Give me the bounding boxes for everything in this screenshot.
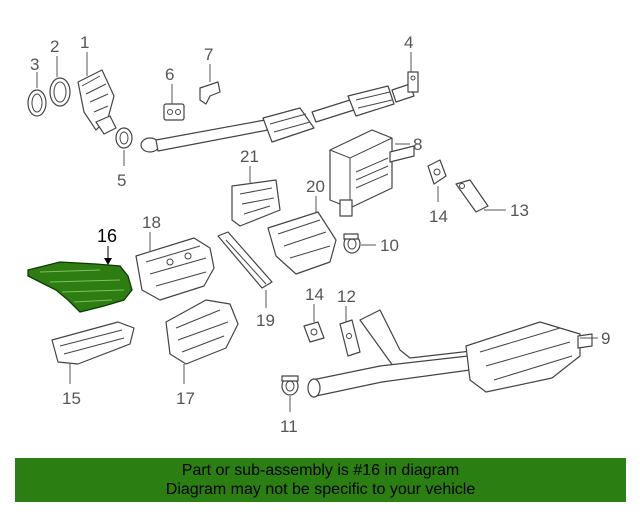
banner-line-1: Part or sub-assembly is #16 in diagram [181, 462, 460, 479]
part-14-mount-upper[interactable] [427, 159, 447, 185]
part-8-center-muffler[interactable] [329, 129, 415, 217]
part-5-gasket[interactable] [115, 127, 133, 149]
callout-16[interactable]: 16 [97, 226, 117, 246]
callout-14a[interactable]: 14 [429, 207, 448, 226]
callout-18[interactable]: 18 [142, 213, 161, 232]
part-1-catalytic-converter[interactable] [77, 69, 117, 135]
part-12-bracket[interactable] [339, 319, 361, 357]
callout-21[interactable]: 21 [240, 147, 259, 166]
callout-17[interactable]: 17 [176, 389, 195, 408]
callout-14b[interactable]: 14 [305, 285, 324, 304]
callout-19[interactable]: 19 [256, 311, 275, 330]
info-banner: Part or sub-assembly is #16 in diagram D… [15, 458, 626, 502]
callout-20[interactable]: 20 [306, 177, 325, 196]
part-19-strap[interactable] [217, 231, 273, 289]
part-3-gasket[interactable] [27, 89, 47, 117]
part-18-heat-shield[interactable] [135, 237, 215, 301]
part-6-bracket[interactable] [163, 103, 185, 121]
part-10-clamp[interactable] [343, 233, 361, 254]
callout-13[interactable]: 13 [510, 201, 529, 220]
part-21-heat-shield[interactable] [231, 179, 281, 227]
callout-1[interactable]: 1 [80, 33, 89, 52]
part-2-clamp[interactable] [49, 77, 71, 107]
callout-6[interactable]: 6 [165, 65, 174, 84]
part-14-mount-lower[interactable] [303, 321, 325, 343]
callout-2[interactable]: 2 [50, 37, 59, 56]
part-11-clamp[interactable] [281, 375, 299, 396]
part-20-heat-shield[interactable] [267, 211, 337, 275]
callout-8[interactable]: 8 [413, 135, 422, 154]
part-7-hanger[interactable] [199, 81, 221, 105]
callout-4[interactable]: 4 [404, 33, 413, 52]
callout-9[interactable]: 9 [601, 329, 610, 348]
part-4-hanger[interactable] [407, 71, 419, 93]
part-17-heat-shield[interactable] [165, 299, 239, 365]
callout-15[interactable]: 15 [62, 389, 81, 408]
callout-12[interactable]: 12 [337, 287, 356, 306]
part-13-bracket[interactable] [455, 179, 489, 213]
callout-11[interactable]: 11 [280, 417, 298, 436]
part-16-heat-shield-highlighted[interactable] [27, 261, 133, 313]
part-9-rear-muffler[interactable] [307, 309, 593, 398]
callout-7[interactable]: 7 [204, 45, 213, 64]
callout-3[interactable]: 3 [30, 55, 39, 74]
callout-10[interactable]: 10 [380, 236, 399, 255]
callout-5[interactable]: 5 [117, 171, 126, 190]
banner-line-2: Diagram may not be specific to your vehi… [165, 481, 476, 498]
part-15-heat-shield[interactable] [51, 321, 135, 365]
